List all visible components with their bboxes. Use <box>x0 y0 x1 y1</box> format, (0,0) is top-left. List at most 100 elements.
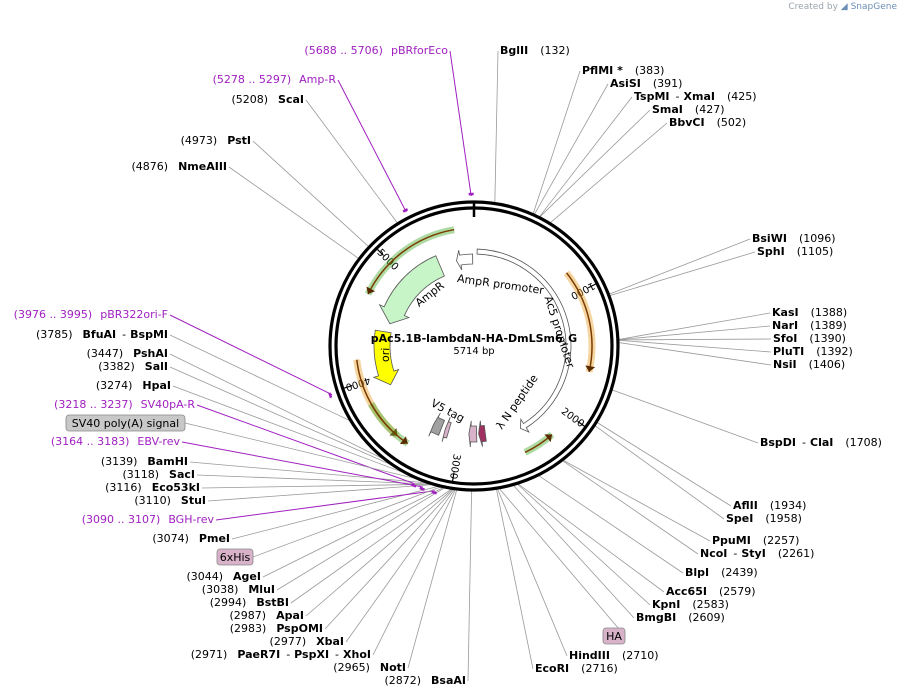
enzyme-name: AsiSI <box>610 77 641 90</box>
lambda-n-arrow <box>468 420 478 447</box>
enzyme-position: (132) <box>540 44 570 57</box>
enzyme-line <box>252 140 370 248</box>
primer-name: pBR322ori-F <box>100 308 168 321</box>
enzyme-name: HindIII <box>569 649 610 662</box>
ac5-promoter-arrow <box>476 248 572 433</box>
green-arc-top-head <box>366 286 376 295</box>
enzyme-line <box>608 238 751 295</box>
site-label: (4973)PstI <box>181 134 251 147</box>
credit-prefix: Created by <box>788 2 838 12</box>
enzyme-line <box>594 424 725 520</box>
enzyme-position: (3139) <box>101 455 138 468</box>
enzyme-name: SmaI <box>652 103 683 116</box>
enzyme-name: XbaI <box>316 635 344 648</box>
enzyme-line <box>608 251 756 297</box>
enzyme-position: (2257) <box>763 534 800 547</box>
snapgene-credit: Created by ◢ SnapGene <box>788 2 897 12</box>
primer-range: (3976 .. 3995) <box>14 308 93 321</box>
site-label: (2971)PaeR7I-PspXI-XhoI <box>191 648 371 661</box>
enzyme-name: BglII <box>500 44 528 57</box>
enzyme-line <box>290 488 453 604</box>
site-label: (2965)NotI <box>333 661 406 674</box>
enzyme-name: NotI <box>380 661 406 674</box>
enzyme-name: ClaI <box>810 436 833 449</box>
enzyme-position: (3038) <box>202 583 239 596</box>
enzyme-sep: - <box>286 648 290 661</box>
enzyme-name: Acc65I <box>666 585 707 598</box>
tick-label: 3000 <box>447 453 462 480</box>
primer-name: pBRforEco <box>391 44 448 57</box>
v5-tag-block <box>428 412 446 437</box>
enzyme-name: BamHI <box>147 455 188 468</box>
enzyme-line <box>516 483 651 606</box>
enzyme-line <box>611 389 759 444</box>
enzyme-position: (1406) <box>809 358 846 371</box>
enzyme-position: (3044) <box>186 570 223 583</box>
enzyme-name: EcoRI <box>535 662 569 675</box>
enzyme-position: (3118) <box>122 468 159 481</box>
site-label: (3976 .. 3995) pBR322ori-F <box>14 308 168 321</box>
enzyme-position: (2609) <box>688 611 725 624</box>
primer-mark <box>431 490 437 495</box>
ampr-promoter-arrow <box>456 250 474 271</box>
enzyme-line <box>549 122 668 224</box>
enzyme-name: NsiI <box>773 358 797 371</box>
primer-range: (3090 .. 3107) <box>82 513 161 526</box>
primer-name: Amp-R <box>299 73 336 86</box>
enzyme-name: NcoI <box>700 547 727 560</box>
enzyme-line <box>617 342 772 366</box>
ori-arrow <box>372 329 400 386</box>
site-label: (3447)PshAI <box>87 347 168 360</box>
site-label: KasI(1388) <box>772 306 847 319</box>
enzyme-name: BmgBI <box>636 611 676 624</box>
enzyme-line <box>407 488 458 669</box>
site-label: (3038)MluI <box>202 583 275 596</box>
primer-line <box>181 441 423 488</box>
enzyme-name: BstBI <box>256 596 289 609</box>
site-label: NsiI (1406) <box>773 358 845 371</box>
site-label: (5208)ScaI <box>231 93 304 106</box>
site-label: EcoRI(2716) <box>535 662 618 675</box>
enzyme-name: NmeAIII <box>178 160 227 173</box>
enzyme-name: ApaI <box>276 609 304 622</box>
primer-mark <box>419 486 425 491</box>
enzyme-name: XmaI <box>684 90 715 103</box>
site-label: AsiSI(391) <box>610 77 682 90</box>
enzyme-name: Eco53kI <box>152 481 200 494</box>
tick-mark <box>451 472 455 483</box>
enzyme-name: BbvCI <box>669 116 705 129</box>
enzyme-sep: - <box>122 328 126 341</box>
site-label: HindIII(2710) <box>569 649 659 662</box>
enzyme-position: (1392) <box>816 345 853 358</box>
enzyme-name: TspMI <box>634 90 670 103</box>
enzyme-line <box>207 484 435 502</box>
site-label: (3218 .. 3237)SV40pA-R <box>54 398 195 411</box>
his-tag-block <box>441 416 452 442</box>
site-label: TspMI-XmaI(425) <box>634 90 757 103</box>
enzyme-name: AgeI <box>233 570 261 583</box>
enzyme-line <box>276 486 446 591</box>
enzyme-line <box>537 474 684 574</box>
enzyme-line <box>538 109 651 218</box>
enzyme-line <box>196 474 434 485</box>
primer-line <box>337 79 407 213</box>
enzyme-line <box>467 489 473 682</box>
enzyme-line <box>617 312 771 340</box>
box-line <box>252 486 443 558</box>
enzyme-position: (2579) <box>719 585 756 598</box>
enzyme-line <box>617 339 772 353</box>
enzyme-line <box>169 334 352 422</box>
enzyme-line <box>561 459 699 555</box>
enzyme-line <box>345 488 456 643</box>
enzyme-line <box>496 487 568 657</box>
enzyme-line <box>305 99 399 224</box>
enzyme-name: BfuAI <box>83 328 117 341</box>
feature-box-label: SV40 poly(A) signal <box>72 417 179 430</box>
enzyme-position: (2994) <box>210 596 247 609</box>
plasmid-length: 5714 bp <box>453 346 494 357</box>
enzyme-line <box>324 488 455 630</box>
site-label: NcoI-StyI(2261) <box>700 547 814 560</box>
enzyme-name: StuI <box>181 494 206 507</box>
site-label: KpnI(2583) <box>652 598 729 611</box>
ampr-arrow <box>378 255 445 325</box>
